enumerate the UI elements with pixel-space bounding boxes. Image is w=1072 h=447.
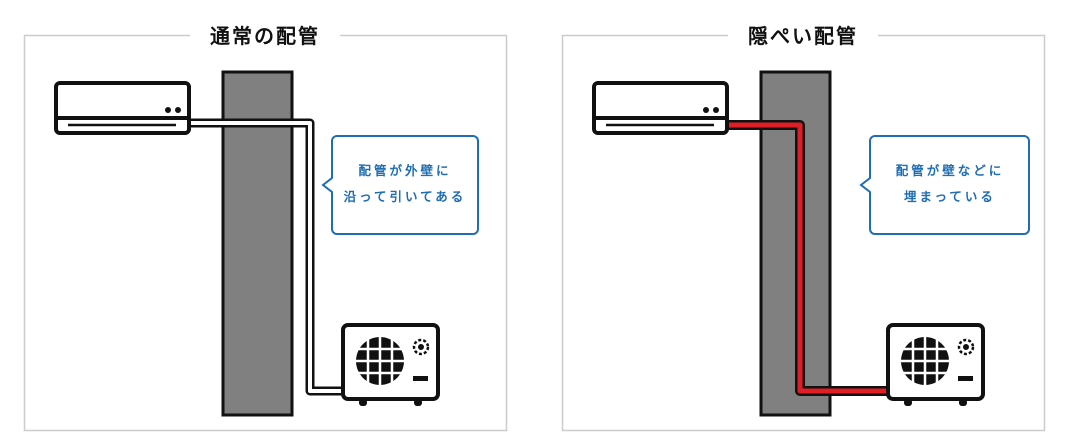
pipe bbox=[186, 121, 345, 393]
panel-title: 通常の配管 bbox=[210, 24, 320, 48]
panel-concealed-piping: 隠ぺい配管 配管が壁などに 埋まっている bbox=[561, 24, 1046, 432]
speech-bubble bbox=[321, 135, 479, 235]
bubble-line-2: 沿って引いてある bbox=[343, 189, 467, 204]
pipe bbox=[724, 122, 888, 394]
bubble-line-1: 配管が壁などに bbox=[896, 163, 1005, 178]
speech-bubble bbox=[859, 135, 1030, 235]
panel-normal-piping: 通常の配管 配管が外壁に 沿って引いてある bbox=[23, 24, 508, 432]
indoor-ac-unit bbox=[592, 81, 729, 135]
indoor-ac-unit bbox=[54, 81, 191, 135]
outdoor-ac-unit bbox=[341, 323, 440, 406]
outdoor-ac-unit bbox=[886, 323, 985, 406]
bubble-line-2: 埋まっている bbox=[904, 189, 996, 204]
panel-title: 隠ぺい配管 bbox=[748, 24, 858, 48]
wall bbox=[221, 70, 294, 417]
bubble-line-1: 配管が外壁に bbox=[358, 163, 451, 178]
